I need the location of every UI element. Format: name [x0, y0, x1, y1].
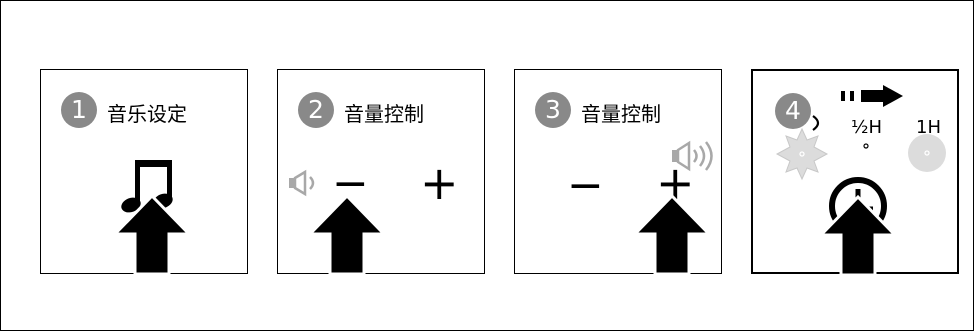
- step-3-panel: 3 音量控制 − +: [514, 69, 722, 276]
- up-arrow-icon: [817, 194, 899, 277]
- step-2-panel: 2 音量控制 − +: [277, 69, 485, 276]
- step-4-panel: 4 ½H 1H: [751, 69, 959, 277]
- volume-down-symbol: −: [567, 160, 604, 211]
- step-1-badge: 1: [61, 92, 97, 128]
- volume-up-symbol: +: [420, 156, 459, 210]
- sun-light-icon: [775, 127, 829, 181]
- step-1-panel: 1 音乐设定: [40, 69, 248, 276]
- one-hour-light-icon: [908, 134, 946, 172]
- step-2-label: 音量控制: [344, 102, 424, 126]
- speaker-high-icon: [672, 140, 713, 172]
- step-3-badge: 3: [535, 92, 571, 128]
- step-2-badge: 2: [298, 92, 334, 128]
- half-hour-dot: [863, 143, 869, 149]
- step-4-badge: 4: [775, 93, 811, 129]
- moon-icon: [812, 115, 820, 131]
- step-3-label: 音量控制: [581, 102, 661, 126]
- speaker-low-icon: [289, 169, 315, 197]
- one-hour-label: 1H: [916, 117, 941, 138]
- step-1-label: 音乐设定: [107, 102, 187, 126]
- up-arrow-icon: [631, 193, 713, 276]
- up-arrow-icon: [111, 193, 193, 276]
- right-arrow-icon: [841, 85, 903, 107]
- up-arrow-icon: [306, 193, 388, 276]
- half-hour-label: ½H: [851, 117, 882, 138]
